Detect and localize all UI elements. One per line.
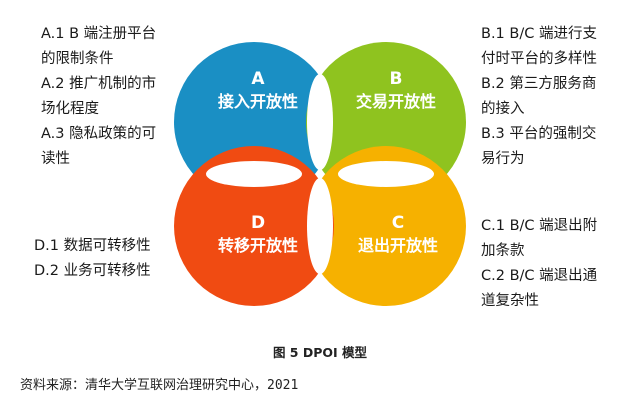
petal-gap-3: [206, 161, 302, 187]
annotation-line: 的限制条件: [41, 51, 114, 67]
annotation-line: B.3 平台的强制交: [481, 126, 597, 142]
annotation-line: C.1 B/C 端退出附: [481, 218, 598, 234]
petal-c-letter: C: [392, 213, 404, 233]
petal-b-name: 交易开放性: [356, 92, 436, 111]
figure-caption: 图 5 DPOI 模型: [272, 345, 368, 360]
annotation-line: 付时平台的多样性: [481, 51, 597, 67]
petal-b-letter: B: [390, 69, 403, 89]
annotation-line: B.2 第三方服务商: [481, 76, 597, 92]
annotation-line: D.1 数据可转移性: [34, 238, 151, 254]
annotation-line: A.1 B 端注册平台: [41, 26, 157, 42]
annotation-line: 场化程度: [41, 101, 99, 117]
petal-gap-0: [307, 74, 333, 170]
petal-gap-1: [338, 161, 434, 187]
petal-d-name: 转移开放性: [218, 236, 298, 255]
petal-a-name: 接入开放性: [218, 92, 298, 111]
petal-gap-2: [307, 178, 333, 274]
annotation-line: D.2 业务可转移性: [34, 263, 151, 279]
petal-a-letter: A: [251, 69, 265, 89]
petal-d-letter: D: [251, 213, 265, 233]
annotation-line: 道复杂性: [481, 293, 539, 309]
annotation-a-list: A.1 B 端注册平台 的限制条件 A.2 推广机制的市 场化程度 A.3 隐私…: [41, 22, 156, 172]
annotation-c-list: C.1 B/C 端退出附 加条款 C.2 B/C 端退出通 道复杂性: [481, 214, 597, 314]
annotation-line: 的接入: [481, 101, 525, 117]
annotation-line: B.1 B/C 端进行支: [481, 26, 597, 42]
annotation-line: A.3 隐私政策的可: [41, 126, 157, 142]
petal-d: [174, 146, 334, 306]
annotation-line: 读性: [41, 151, 70, 167]
source-note: 资料来源：清华大学互联网治理研究中心，2021: [20, 378, 299, 393]
annotation-d-list: D.1 数据可转移性 D.2 业务可转移性: [34, 234, 151, 284]
petal-c: [306, 146, 466, 306]
petal-c-name: 退出开放性: [358, 236, 438, 255]
annotation-b-list: B.1 B/C 端进行支 付时平台的多样性 B.2 第三方服务商 的接入 B.3…: [481, 22, 597, 172]
annotation-line: C.2 B/C 端退出通: [481, 268, 598, 284]
annotation-line: A.2 推广机制的市: [41, 76, 157, 92]
annotation-line: 加条款: [481, 243, 525, 259]
annotation-line: 易行为: [481, 151, 525, 167]
